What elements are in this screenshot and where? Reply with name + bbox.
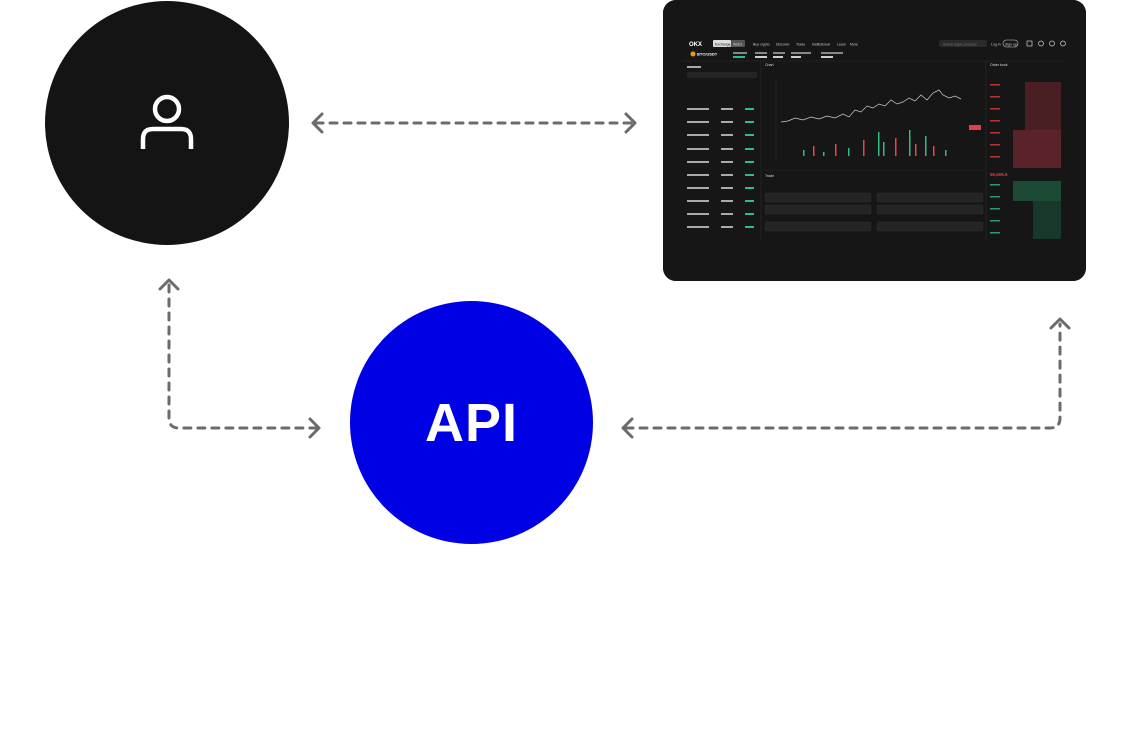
api-screen-connector xyxy=(624,322,1062,430)
order-book-asks xyxy=(1013,82,1061,168)
chevron-right-icon xyxy=(308,417,321,439)
tab-chart[interactable]: Chart xyxy=(765,63,774,67)
chevron-left-icon xyxy=(621,417,634,439)
chevron-up-icon xyxy=(1049,317,1071,330)
tab-trade[interactable]: Trade xyxy=(765,174,774,178)
volume-bars xyxy=(803,130,947,156)
signup-button[interactable]: Sign up xyxy=(1005,43,1017,47)
nav-institutional[interactable]: Institutional xyxy=(812,43,830,47)
api-label: API xyxy=(424,392,519,453)
chevron-right-icon xyxy=(624,112,637,134)
nav-trade[interactable]: Trade xyxy=(796,43,805,47)
login-link[interactable]: Log in xyxy=(991,43,1001,47)
user-node xyxy=(45,1,289,245)
user-icon xyxy=(140,94,194,149)
user-api-connector xyxy=(167,283,318,430)
nav-discover[interactable]: Discover xyxy=(776,43,790,47)
exchange-toggle[interactable]: Exchange xyxy=(715,43,731,47)
nav-learn[interactable]: Learn xyxy=(837,43,846,47)
chevron-up-icon xyxy=(158,278,180,291)
pair-label[interactable]: BTC/USDT xyxy=(697,52,718,57)
nav-buy-crypto[interactable]: Buy crypto xyxy=(753,43,770,47)
price-line xyxy=(780,89,962,123)
mid-price: 56,606.5 xyxy=(990,172,1008,177)
web3-toggle[interactable]: Web3 xyxy=(733,43,742,47)
tab-order-book[interactable]: Order book xyxy=(990,63,1008,67)
order-book-bids xyxy=(1013,181,1061,239)
trading-app-screenshot: OKX Exchange Web3 Buy crypto Discover Tr… xyxy=(663,0,1086,281)
okx-logo: OKX xyxy=(689,42,702,48)
nav-more[interactable]: More xyxy=(850,43,858,47)
search-input[interactable]: Search crypto, products xyxy=(943,43,977,47)
api-node: API xyxy=(350,301,593,544)
chevron-left-icon xyxy=(311,112,324,134)
